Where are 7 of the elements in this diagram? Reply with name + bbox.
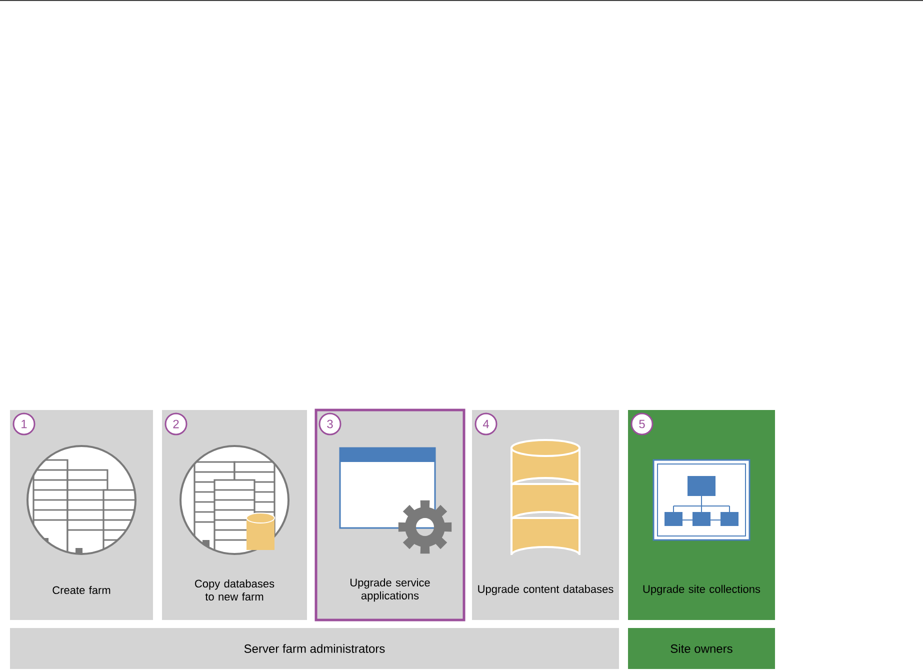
step-number: 5 <box>630 412 654 436</box>
step-number: 1 <box>12 412 36 436</box>
role-band: Site owners <box>628 628 775 669</box>
step-number: 2 <box>164 412 188 436</box>
step-number: 3 <box>318 412 342 436</box>
step-number: 4 <box>474 412 498 436</box>
role-band: Server farm administrators <box>10 628 619 669</box>
